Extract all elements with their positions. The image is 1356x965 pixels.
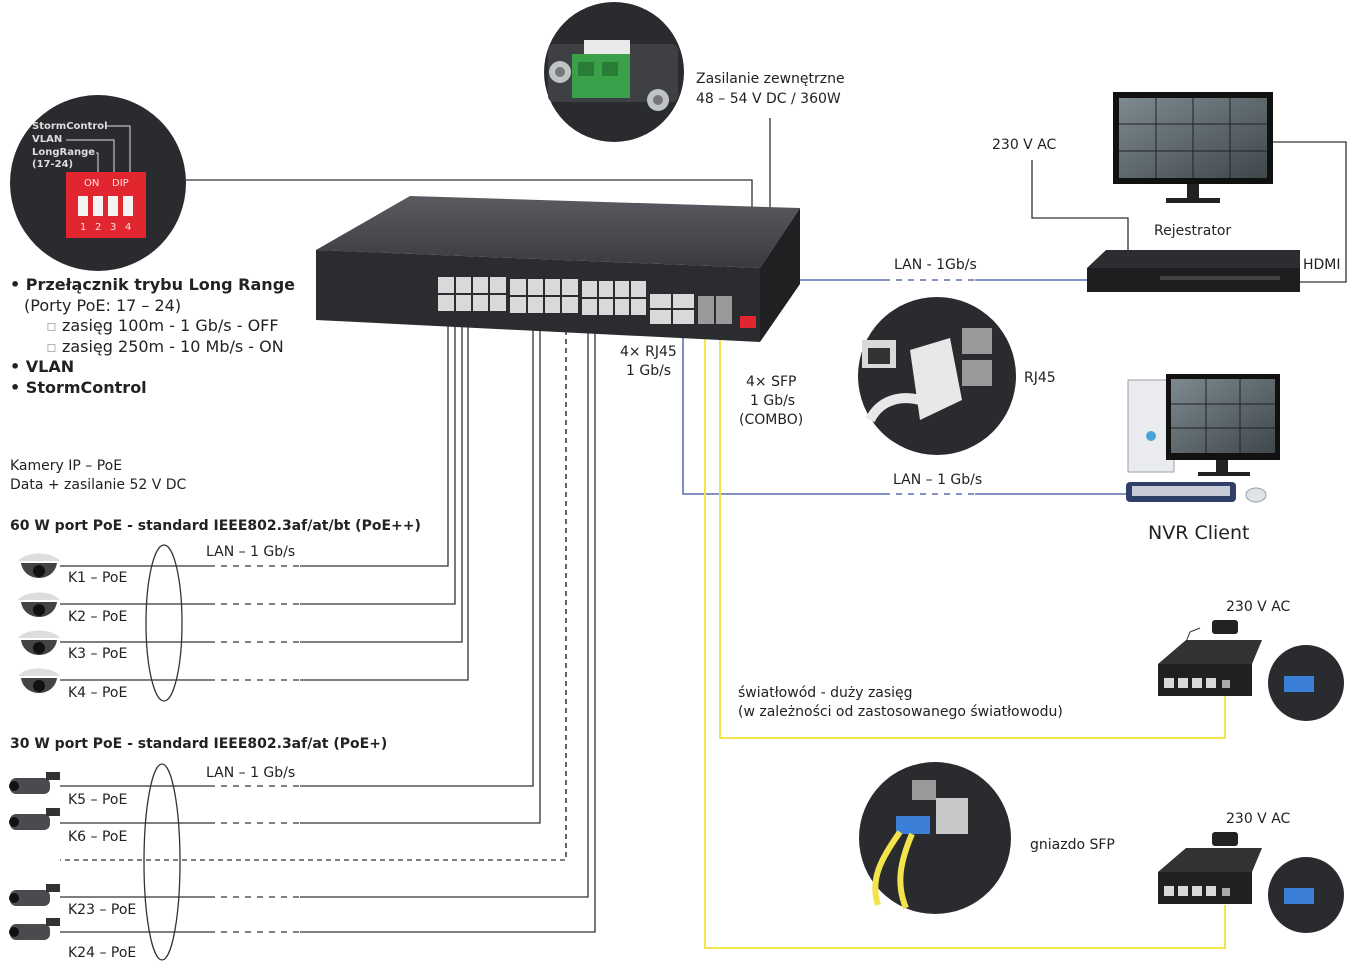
dome-cameras: [18, 553, 60, 693]
dip-dip-label: DIP: [112, 178, 129, 189]
camera-k2-label: K2 – PoE: [68, 609, 128, 625]
camera-k3-label: K3 – PoE: [68, 646, 128, 662]
feature-range-250-text: zasięg 250m - 10 Mb/s - ON: [61, 337, 284, 356]
sfp-zoom: [859, 762, 1011, 914]
group-60w-standard: IEEE802.3af/at/bt (PoE++): [213, 518, 421, 534]
fiber-note: (w zależności od zastosowanego światłowo…: [738, 704, 1063, 720]
dip-label-stormcontrol: StormControl: [32, 121, 108, 132]
cameras-intro: Kamery IP – PoE: [10, 458, 123, 474]
nvr-client-lan-line: [682, 318, 1128, 495]
recorder-device: [1087, 250, 1300, 292]
dip-label-longrange: LongRange: [32, 147, 96, 158]
camera-k1-label: K1 – PoE: [68, 570, 128, 586]
camera-k5-label: K5 – PoE: [68, 792, 128, 808]
poe-switch: [316, 196, 800, 342]
feature-range-250: ▫ zasięg 250m - 10 Mb/s - ON: [46, 337, 284, 356]
feature-vlan-text: VLAN: [25, 357, 75, 376]
dip-label-ports: (17-24): [32, 159, 74, 170]
fiber-label: światłowód - duży zasięg: [738, 685, 913, 701]
dip-number-3: 3: [110, 222, 117, 233]
camera-k24-label: K24 – PoE: [68, 945, 137, 961]
hdmi-label: HDMI: [1303, 257, 1341, 273]
camera-k4-label: K4 – PoE: [68, 685, 128, 701]
recorder-monitor: [1113, 92, 1273, 203]
dip-number-1: 1: [80, 222, 87, 233]
dip-label-vlan: VLAN: [32, 134, 63, 145]
fiber-switch-bottom-ac-label: 230 V AC: [1226, 811, 1291, 827]
sfp-slots: [698, 296, 732, 324]
sfp-speed-label: 1 Gb/s: [750, 393, 796, 409]
recorder-lan-label: LAN - 1Gb/s: [894, 257, 977, 273]
poe-plus-plus-bundle: [145, 544, 183, 702]
feature-range-100-text: zasięg 100m - 1 Gb/s - OFF: [61, 316, 279, 335]
lan-label-60w: LAN – 1 Gb/s: [206, 544, 296, 560]
power-terminal-zoom: [544, 2, 684, 142]
dip-number-4: 4: [125, 222, 132, 233]
sfp-count-label: 4× SFP: [746, 374, 797, 390]
dip-switch-on-device: [740, 316, 756, 328]
dip-number-2: 2: [95, 222, 102, 233]
recorder-power-line: [1031, 160, 1129, 250]
fiber-switch-top: [1158, 620, 1344, 721]
group-60w-heading: 60 W port PoE - standard IEEE802.3af/at/…: [10, 517, 421, 535]
rj45-zoom-label: RJ45: [1024, 370, 1056, 386]
hdmi-line: [1272, 141, 1347, 283]
sfp-socket-label: gniazdo SFP: [1030, 837, 1115, 853]
camera-lan-lines: [60, 312, 596, 933]
dip-switch-zoom: [10, 95, 186, 271]
recorder-ac-label: 230 V AC: [992, 137, 1057, 153]
nvr-client-label: NVR Client: [1148, 522, 1250, 544]
poe-plus-bundle: [143, 763, 181, 961]
camera-k6-label: K6 – PoE: [68, 829, 128, 845]
cameras-intro-power: Data + zasilanie 52 V DC: [10, 477, 187, 493]
power-spec: 48 – 54 V DC / 360W: [696, 91, 841, 107]
feature-long-range: • Przełącznik trybu Long Range: [10, 275, 295, 294]
port-dividers: [438, 277, 694, 324]
feature-long-range-text: Przełącznik trybu Long Range: [25, 275, 295, 294]
bullet-cameras: [9, 772, 60, 940]
power-label: Zasilanie zewnętrzne: [696, 71, 845, 87]
camera-k23-label: K23 – PoE: [68, 902, 137, 918]
feature-stormcontrol: • StormControl: [10, 378, 147, 397]
group-30w-heading: 30 W port PoE - standard IEEE802.3af/at …: [10, 735, 387, 753]
feature-vlan: • VLAN: [10, 357, 75, 376]
recorder-label: Rejestrator: [1154, 223, 1232, 239]
feature-range-100: ▫ zasięg 100m - 1 Gb/s - OFF: [46, 316, 279, 335]
camera-line-dashes: [215, 279, 975, 933]
rj45-count-label: 4× RJ45: [620, 344, 677, 360]
dip-on-label: ON: [84, 178, 100, 189]
lan-label-30w: LAN – 1 Gb/s: [206, 765, 296, 781]
group-60w-prefix: 60 W port PoE - standard: [10, 518, 214, 534]
feature-stormcontrol-text: StormControl: [25, 378, 147, 397]
fiber-line-bottom: [704, 322, 1226, 949]
feature-long-range-ports: (Porty PoE: 17 – 24): [24, 296, 182, 315]
nvr-client-pc: [1126, 374, 1280, 503]
nvr-client-lan-label: LAN – 1 Gb/s: [893, 472, 983, 488]
group-30w-standard: IEEE802.3af/at (PoE+): [213, 736, 388, 752]
fiber-switch-bottom: [1158, 832, 1344, 933]
sfp-combo-label: (COMBO): [739, 412, 804, 428]
rj45-speed-label: 1 Gb/s: [626, 363, 672, 379]
rj45-zoom: [858, 297, 1016, 455]
group-30w-prefix: 30 W port PoE - standard: [10, 736, 214, 752]
fiber-switch-top-ac-label: 230 V AC: [1226, 599, 1291, 615]
fiber-line-top: [719, 322, 1226, 739]
